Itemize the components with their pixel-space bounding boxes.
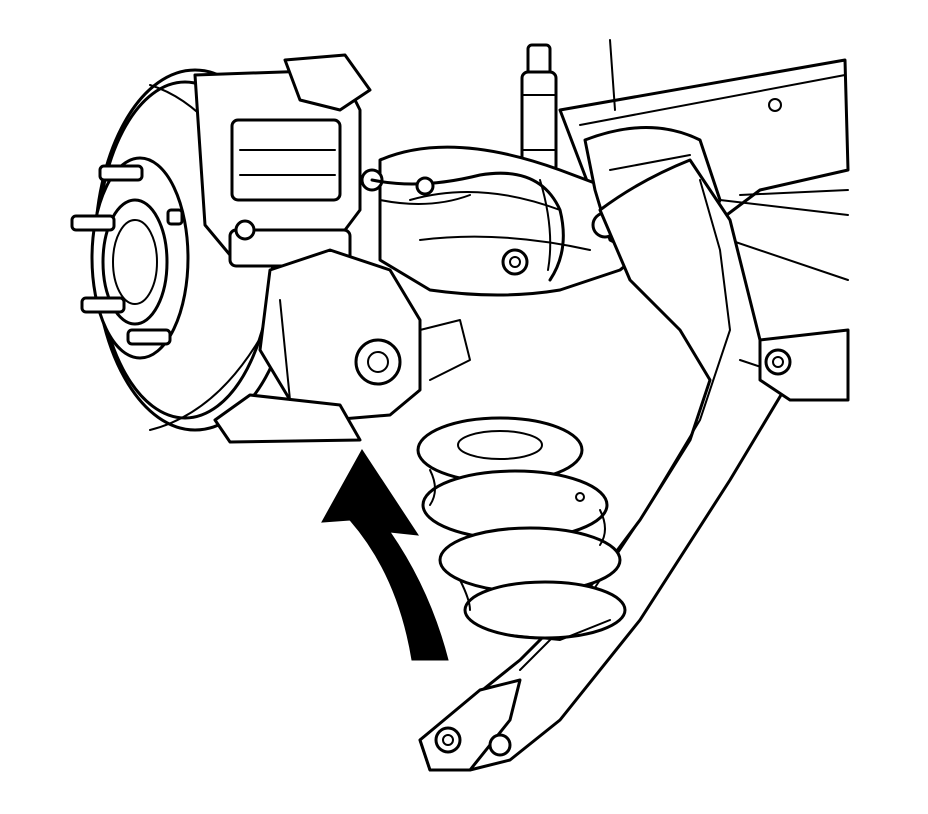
- direction-arrow: [321, 449, 449, 661]
- knuckle: [213, 248, 471, 444]
- brake-line: [370, 171, 565, 282]
- lower-control-arm: [418, 158, 792, 772]
- brake-caliper: [193, 53, 384, 268]
- coil-spring: [416, 416, 627, 641]
- wheel-studs: [70, 164, 184, 346]
- lower-bushing-bracket: [758, 328, 850, 402]
